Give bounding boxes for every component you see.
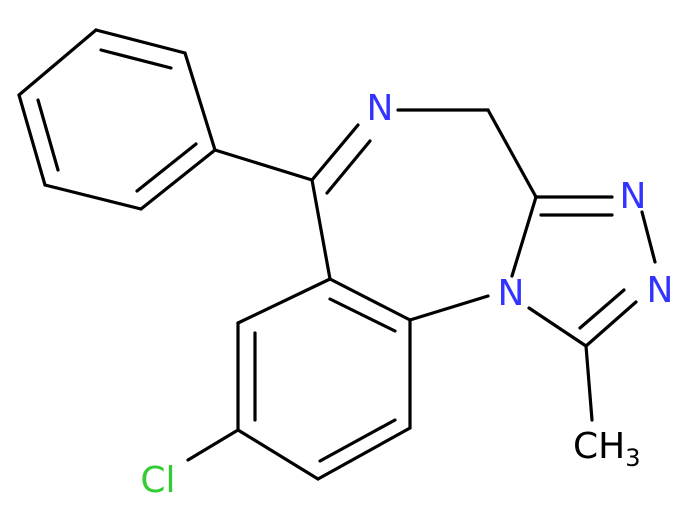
bond [94,28,187,55]
bond [135,142,198,193]
bond [43,183,143,211]
atom-chlorine: Cl [140,460,175,501]
bond [17,93,47,187]
bond [584,300,638,348]
bond [318,418,397,463]
bond [310,123,360,182]
bonds [17,28,657,481]
atom-labels: N N N N Cl CH3 [140,88,673,501]
bond [584,344,594,422]
bond [186,428,240,462]
atom-n-triazole-bottom: N [647,270,674,311]
atom-n-imine: N [367,88,394,129]
atom-n-bridge: N [498,273,525,314]
bond [325,139,372,195]
bond [99,48,173,70]
bond [328,277,412,322]
bond [578,288,626,330]
methyl-c-label: CH [573,426,625,467]
bond [236,277,332,325]
bond [408,294,490,322]
bond [139,148,217,211]
bond [36,98,60,172]
bond [527,306,588,348]
bond [17,28,98,97]
bond [236,428,320,481]
atom-n-triazole-top: N [620,176,647,217]
bond [310,178,332,281]
bond [213,148,314,182]
atom-methyl: CH3 [573,426,641,472]
bond [328,297,397,333]
bond [183,51,217,152]
bond [640,210,657,264]
bond [316,426,412,481]
bond [510,195,538,278]
bond [486,108,538,199]
methyl-subscript: 3 [625,444,640,472]
